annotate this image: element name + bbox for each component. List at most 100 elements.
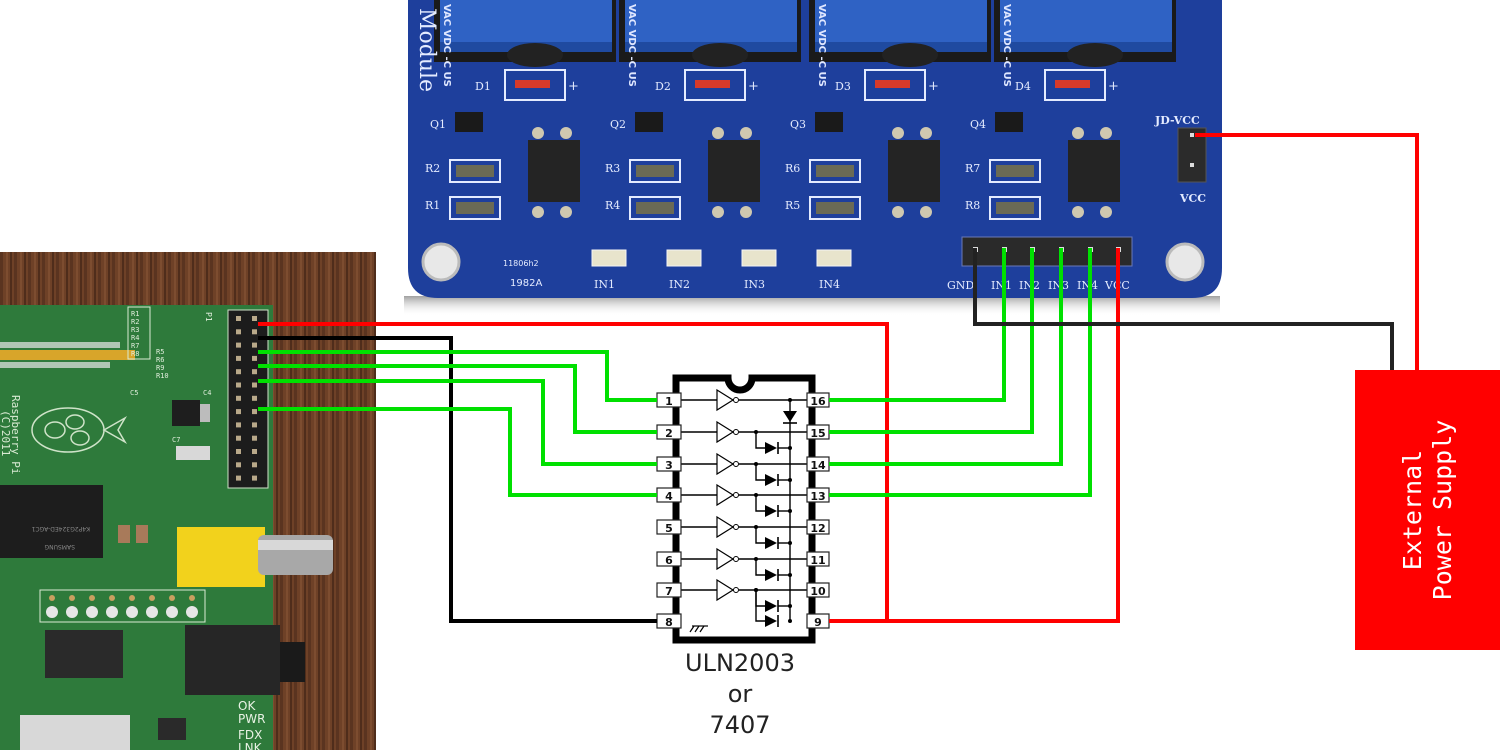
p2-pad (166, 606, 178, 618)
capacitor-c16 (118, 525, 130, 543)
p2-pad (86, 606, 98, 618)
relay-marking: VAC VDC -C US (626, 4, 637, 87)
resistor-label: R5 (785, 199, 800, 212)
indicator-led (666, 249, 702, 267)
audio-jack (185, 625, 280, 695)
input-header (961, 236, 1133, 267)
opto-pad (920, 127, 932, 139)
transistor-label: Q3 (790, 118, 806, 131)
junction (788, 619, 792, 623)
ic-pin-number: 15 (810, 427, 825, 440)
diode-plus: + (748, 79, 759, 94)
opto-pad (740, 206, 752, 218)
part-code-1: 11806h2 (503, 259, 539, 268)
jumper-pin (1190, 133, 1194, 137)
ic-pin-number: 11 (810, 554, 825, 567)
gpio-pin (252, 316, 257, 321)
power-supply-line2: Power Supply (1427, 419, 1457, 601)
gpio-pin (236, 449, 241, 454)
audio-jack-tip (280, 642, 305, 682)
resistor (456, 202, 494, 214)
diode-plus: + (1108, 79, 1119, 94)
diode (515, 80, 550, 88)
diode-plus: + (928, 79, 939, 94)
gpio-pin (236, 435, 241, 441)
diode-trace (755, 590, 765, 622)
gpio-pin (236, 475, 241, 481)
resistor-label: R1 (425, 199, 440, 212)
relay-channels: D1+Q1R2R1IN1D2+Q2R3R4IN2D3+Q3R6R5IN3D4+Q… (425, 69, 1120, 291)
inverter-bubble (733, 587, 739, 593)
led-label-lnk: LNK (238, 741, 263, 750)
ic-pin-number: 1 (665, 395, 673, 408)
resistor-footprint (449, 196, 501, 220)
diode-label: D1 (475, 80, 491, 93)
p2-pad (146, 606, 158, 618)
resistor-footprint (629, 159, 681, 183)
ic-pin-number: 14 (810, 459, 826, 472)
wire-ic-pin16-to-in1 (829, 248, 1006, 402)
diode (1055, 80, 1090, 88)
relay-body (1000, 0, 1172, 42)
flyback-diode-body (882, 43, 938, 67)
resistor-label: R8 (965, 199, 980, 212)
optocoupler (708, 140, 760, 202)
ic-pin-left (656, 551, 682, 567)
relay-pcb (408, 0, 1222, 298)
clamp-diode (765, 600, 777, 612)
indicator-led-label: IN3 (744, 278, 765, 291)
inductor (158, 718, 186, 740)
p2-pin (69, 595, 75, 601)
ic-pin-number: 12 (810, 522, 825, 535)
p2-pin (109, 595, 115, 601)
gpio-pin (252, 382, 257, 388)
gpio-pin (236, 422, 241, 428)
ic-pin-number: 5 (665, 522, 673, 535)
transistor-label: Q2 (610, 118, 626, 131)
indicator-led (741, 249, 777, 267)
pi-label: R1 (131, 310, 139, 318)
resistor-footprint (989, 159, 1041, 183)
gpio-pin (252, 342, 257, 348)
relay-marking: VAC VDC -C US (441, 4, 452, 87)
wire-5v-to-relay-vcc (887, 248, 1120, 623)
gpio-pin (236, 355, 241, 361)
ic-pin-number: 3 (665, 459, 673, 472)
opto-pad (740, 127, 752, 139)
pi-label: R5 (156, 348, 164, 356)
ribbon-connector (0, 350, 135, 360)
gpio-pin (252, 475, 257, 481)
inverter-symbol (716, 420, 735, 444)
gpio-pin (236, 409, 241, 415)
gpio-pin (236, 369, 241, 375)
voltage-regulator (172, 400, 200, 426)
transistor-label: Q1 (430, 118, 446, 131)
power-supply-line1: External (1397, 449, 1427, 571)
resistor-footprint (629, 196, 681, 220)
mounting-hole (421, 242, 461, 282)
inverter-symbol (716, 578, 735, 602)
wire-relay-gnd-to-psu (973, 248, 1394, 383)
optocoupler (1068, 140, 1120, 202)
jumper-label-vcc: VCC (1179, 192, 1206, 205)
inverter-symbol (716, 452, 735, 476)
wire-5v-pi-to-ic (258, 322, 889, 623)
opto-pad (560, 127, 572, 139)
diode-label: D4 (1015, 80, 1031, 93)
gpio-pin (236, 342, 241, 348)
gpio-pin (236, 462, 241, 468)
diode (695, 80, 730, 88)
ic-pin-number: 4 (665, 490, 673, 503)
pi-label: C7 (172, 436, 180, 444)
diode-footprint (1044, 69, 1106, 101)
resistor-footprint (809, 196, 861, 220)
resistor-footprint (449, 159, 501, 183)
flyback-diode-body (692, 43, 748, 67)
opto-pad (532, 127, 544, 139)
gpio-pin (236, 395, 241, 401)
pi-label: R2 (131, 318, 139, 326)
ic-pin-number: 10 (810, 585, 826, 598)
clamp-diode (765, 537, 777, 549)
resistor (816, 202, 854, 214)
